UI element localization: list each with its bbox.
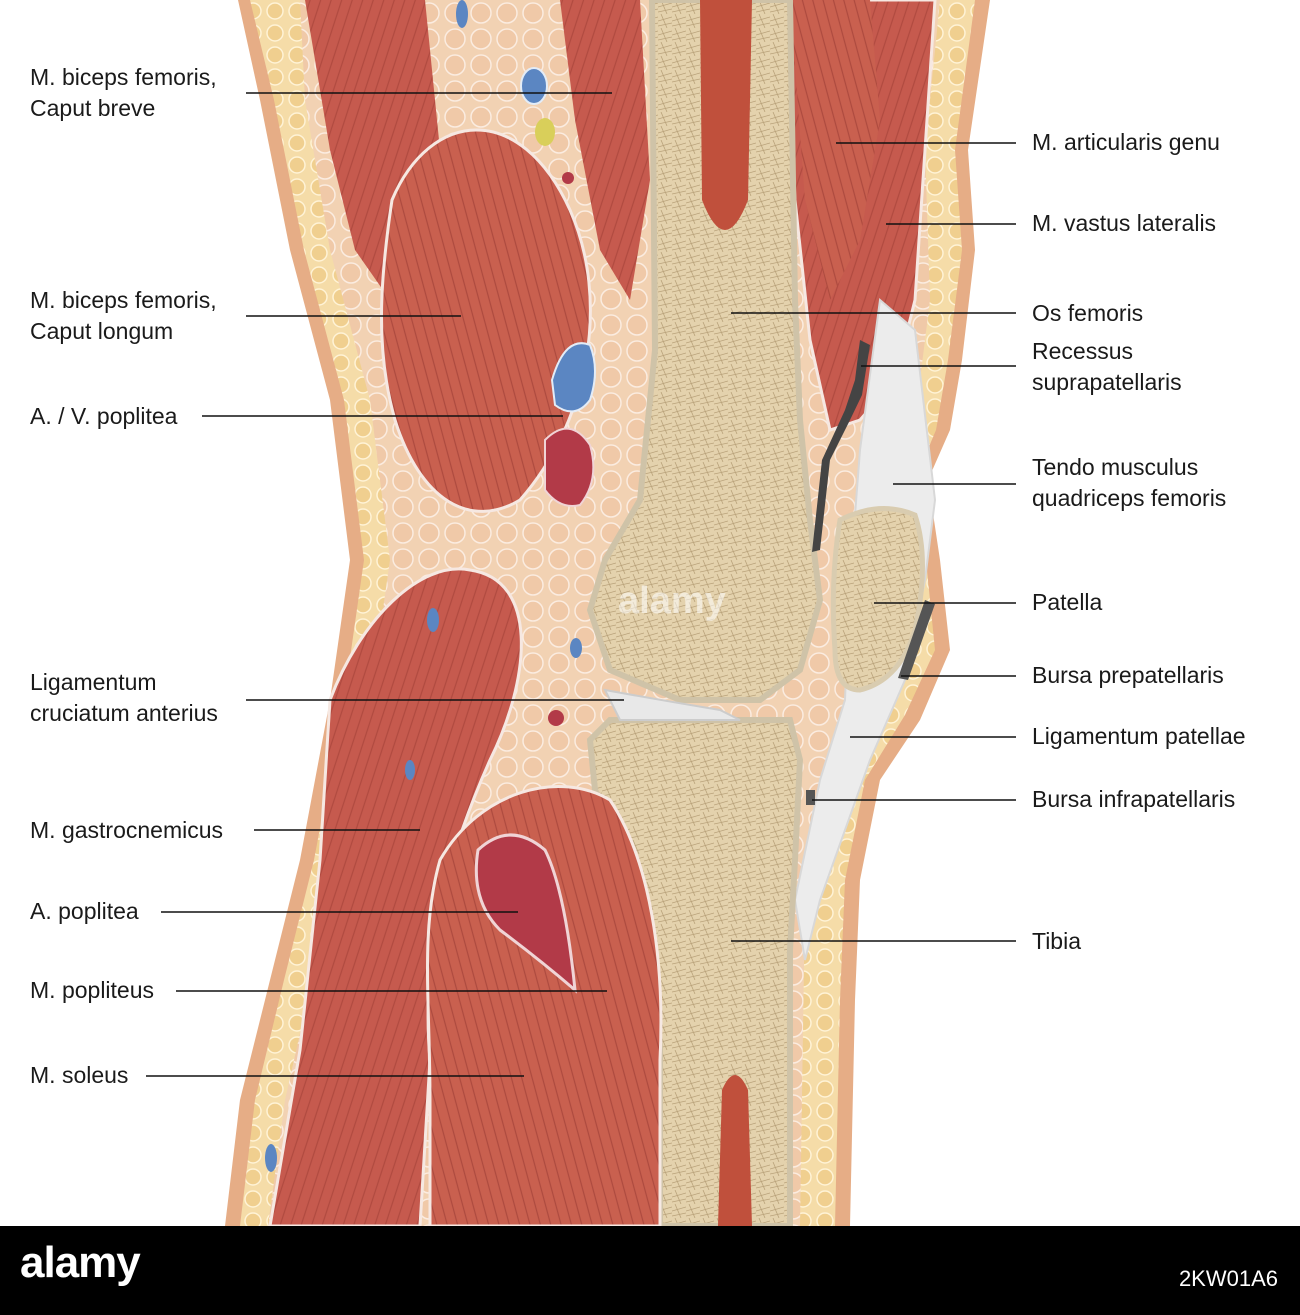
patella bbox=[830, 506, 925, 693]
label-a-poplitea: A. poplitea bbox=[30, 898, 139, 924]
femur-marrow bbox=[700, 0, 752, 230]
image-id: 2KW01A6 bbox=[1178, 1266, 1278, 1291]
bursa-prepatellaris-shape bbox=[898, 600, 935, 680]
vessel-small-8 bbox=[548, 710, 564, 726]
label-os-femoris: Os femoris bbox=[1032, 300, 1144, 326]
label-bursa-prepatellaris: Bursa prepatellaris bbox=[1032, 662, 1224, 688]
nerve-small bbox=[535, 118, 555, 146]
knee-cross-section-illustration bbox=[146, 0, 1016, 1226]
vessel-small-6 bbox=[265, 1144, 277, 1172]
label-popliteus: M. popliteus bbox=[30, 977, 155, 1003]
vessel-small-2 bbox=[456, 0, 468, 28]
brand-logo: alamy bbox=[20, 1238, 141, 1287]
label-vastus-lateralis: M. vastus lateralis bbox=[1032, 210, 1217, 236]
label-biceps-caput-longum: M. biceps femoris,Caput longum bbox=[30, 287, 217, 344]
label-patella: Patella bbox=[1032, 589, 1103, 615]
label-biceps-caput-breve: M. biceps femoris,Caput breve bbox=[30, 64, 217, 121]
label-articularis-genu: M. articularis genu bbox=[1032, 129, 1220, 155]
footer-bar: alamy 2KW01A6 bbox=[0, 1226, 1300, 1315]
label-tibia: Tibia bbox=[1032, 928, 1081, 954]
label-lig-patellae: Ligamentum patellae bbox=[1032, 723, 1246, 749]
semimembranosus-upper bbox=[560, 0, 650, 300]
articularis-genu bbox=[790, 0, 880, 300]
watermark-top-right: alamy bbox=[1172, 20, 1280, 62]
vessel-small-3 bbox=[427, 608, 439, 632]
vessel-small-7 bbox=[562, 172, 574, 184]
label-bursa-infrapatellaris: Bursa infrapatellaris bbox=[1032, 786, 1236, 812]
popliteal-vein bbox=[550, 342, 596, 413]
popliteal-artery-lower bbox=[474, 833, 577, 994]
vessel-small-5 bbox=[405, 760, 415, 780]
label-av-poplitea: A. / V. poplitea bbox=[30, 403, 178, 429]
femur-shaft bbox=[586, 0, 824, 703]
label-soleus: M. soleus bbox=[30, 1062, 129, 1088]
popliteal-artery-upper bbox=[544, 427, 595, 507]
watermark-center: alamy bbox=[618, 580, 726, 622]
bursa-infrapatellaris-shape bbox=[806, 790, 815, 805]
tibia-marrow bbox=[718, 1075, 752, 1226]
label-gastrocnemicus: M. gastrocnemicus bbox=[30, 817, 224, 843]
leader-lines bbox=[146, 92, 1016, 1077]
vessel-small-1 bbox=[520, 67, 548, 105]
cruciate-ligament bbox=[603, 688, 741, 721]
recessus-shape bbox=[812, 340, 870, 552]
vessel-small-4 bbox=[570, 638, 582, 658]
